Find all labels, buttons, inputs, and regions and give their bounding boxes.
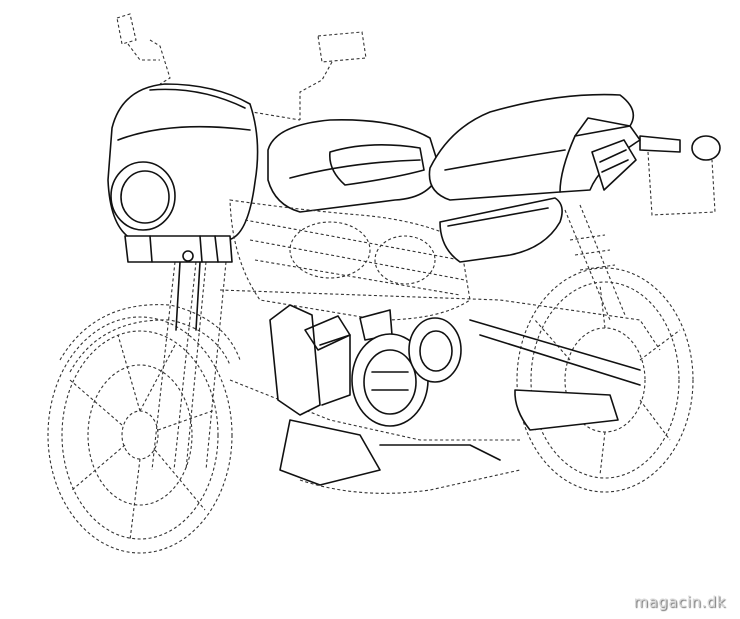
watermark-text: magacin.dk xyxy=(633,593,726,611)
rear-wheel xyxy=(516,267,694,493)
radiator-shroud xyxy=(269,304,393,416)
front-wheel xyxy=(47,304,241,554)
front-forks xyxy=(151,261,227,471)
engine-covers xyxy=(351,317,462,427)
rear-shock xyxy=(564,204,626,321)
belly-pan xyxy=(279,419,501,486)
swingarm xyxy=(469,319,641,431)
tail-section xyxy=(591,135,721,216)
side-cover xyxy=(439,197,563,263)
handlebars xyxy=(116,13,367,121)
fuel-tank xyxy=(267,119,441,213)
headlight-fairing xyxy=(107,83,259,263)
engine-block xyxy=(219,199,661,441)
